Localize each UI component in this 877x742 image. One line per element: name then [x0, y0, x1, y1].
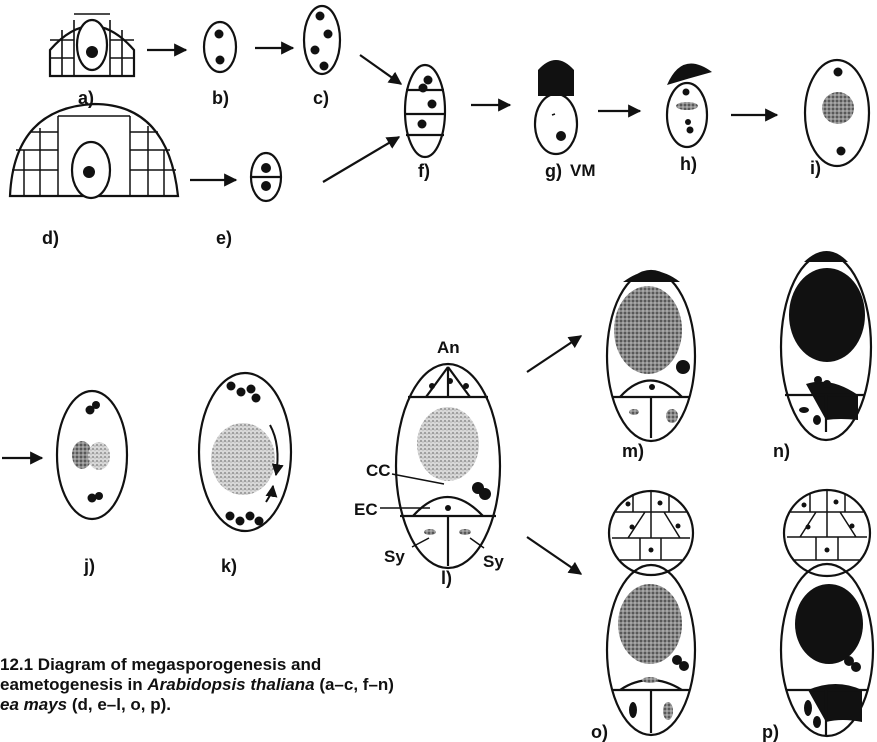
label-o: o) — [591, 722, 608, 742]
label-c: c) — [313, 88, 329, 108]
label-f: f) — [418, 161, 430, 181]
stage-e-dyad — [251, 153, 281, 201]
annotation-synergid-right: Sy — [483, 552, 504, 571]
label-m: m) — [622, 441, 644, 461]
stage-n-embryo-sac — [781, 251, 871, 440]
label-g: g) — [545, 161, 562, 181]
arrow-e-f — [323, 137, 399, 182]
arrow-l-m — [527, 336, 581, 372]
stage-k-multinucleate — [199, 373, 291, 531]
label-i: i) — [810, 158, 821, 178]
stage-j-nuclear-division — [57, 391, 127, 519]
label-l: l) — [441, 568, 452, 588]
label-d: d) — [42, 228, 59, 248]
label-b: b) — [212, 88, 229, 108]
stage-p-maize-embryo-sac — [781, 490, 873, 736]
figure-caption: 12.1 Diagram of megasporogenesis and eam… — [0, 655, 470, 715]
stage-i-binucleate — [805, 60, 869, 166]
caption-line-1: 12.1 Diagram of megasporogenesis and — [0, 655, 470, 675]
arrow-c-f — [360, 55, 401, 84]
annotation-synergid-left: Sy — [384, 547, 405, 566]
stage-m-embryo-sac — [607, 271, 695, 441]
label-a: a) — [78, 88, 94, 108]
label-j: j) — [83, 556, 95, 576]
stage-f-linear-tetrad — [405, 65, 445, 157]
arrow-l-o — [527, 537, 581, 574]
label-h: h) — [680, 154, 697, 174]
label-p: p) — [762, 722, 779, 742]
caption-species-arabidopsis: Arabidopsis thaliana — [147, 675, 314, 694]
caption-line-3: ea mays (d, e–l, o, p). — [0, 695, 470, 715]
stage-o-maize-embryo-sac — [607, 491, 695, 735]
stage-g-functional-megaspore — [535, 60, 577, 154]
annotation-vm: VM — [570, 161, 596, 180]
annotation-antipodals: An — [437, 338, 460, 357]
stage-a-nucellus — [50, 14, 134, 76]
annotation-central-cell: CC — [366, 461, 391, 480]
stage-d-maize-nucellus — [10, 104, 178, 198]
stage-b-megasporocyte — [204, 22, 236, 72]
stage-l-mature-embryo-sac — [380, 364, 500, 568]
label-e: e) — [216, 228, 232, 248]
caption-line-2: eametogenesis in Arabidopsis thaliana (a… — [0, 675, 470, 695]
stage-h-first-division — [667, 64, 712, 147]
annotation-egg-cell: EC — [354, 500, 378, 519]
label-k: k) — [221, 556, 237, 576]
label-n: n) — [773, 441, 790, 461]
caption-species-zea: ea mays — [0, 695, 67, 714]
stage-c-tetrad-nuclei — [304, 6, 340, 74]
